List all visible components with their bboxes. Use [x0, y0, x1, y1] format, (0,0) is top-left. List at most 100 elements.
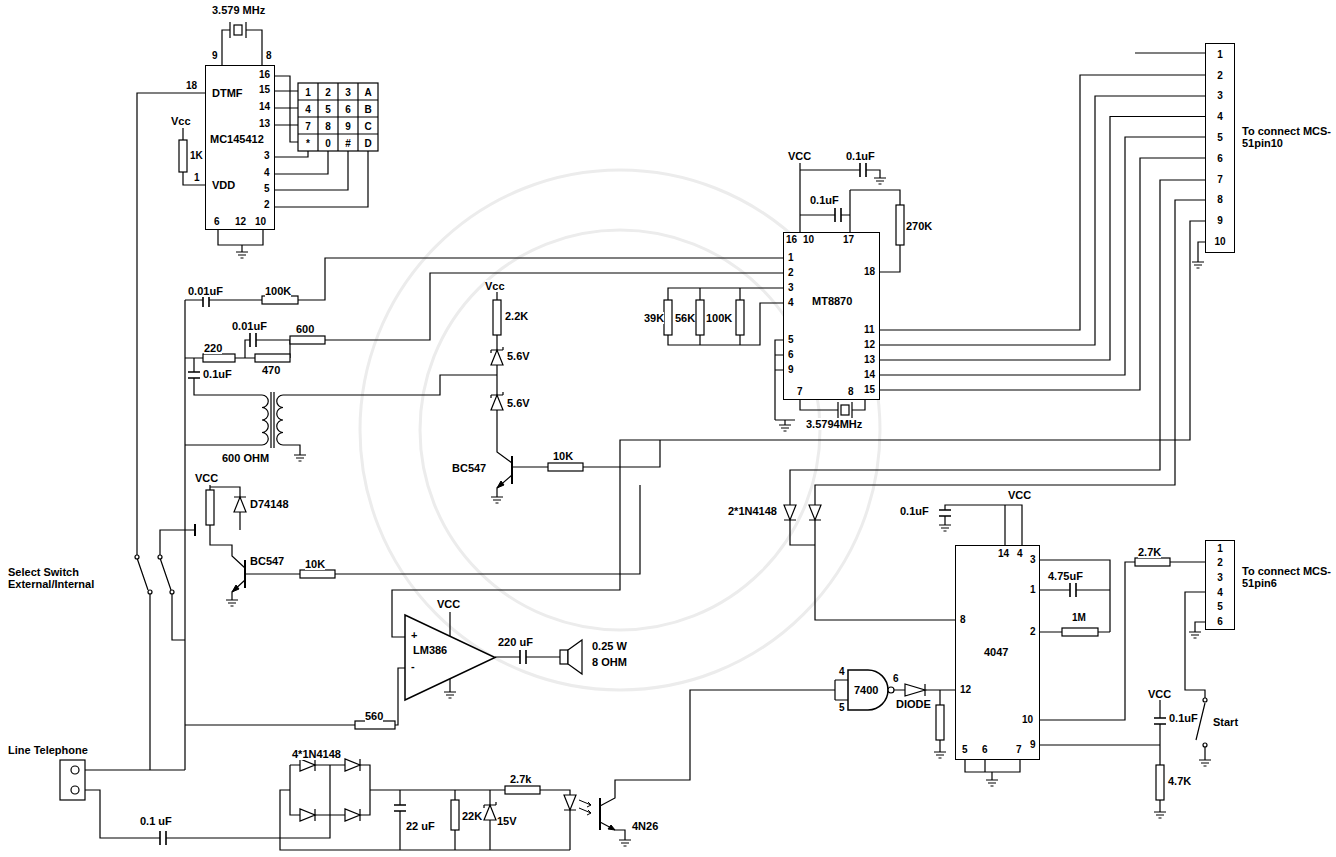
pin-number: 2: [1030, 626, 1036, 637]
pin-number: 3: [1217, 90, 1223, 101]
diode-symbol: [784, 505, 796, 520]
pin-number: 5: [325, 103, 331, 114]
ground-symbol: [1154, 812, 1166, 818]
part-name: DTMF: [212, 87, 243, 99]
pin-number: 6: [1217, 616, 1223, 627]
pin-number: 12: [235, 216, 246, 227]
resistor-symbol: [300, 570, 335, 578]
resistor-symbol: [255, 354, 290, 362]
part-label: 0.01uF: [188, 285, 223, 297]
resistor-symbol: [203, 354, 235, 362]
switch-symbol: [1203, 698, 1207, 702]
resistor-symbol: [936, 705, 944, 740]
part-label: 0.01uF: [232, 320, 267, 332]
resistor-symbol: [355, 721, 395, 729]
ground-symbol: [491, 497, 503, 503]
crystal-symbol: [230, 22, 852, 418]
pin-number: 2: [264, 199, 270, 210]
ground-symbol: [236, 252, 248, 258]
part-label: Vcc: [485, 280, 505, 292]
resistor-symbol: [206, 490, 214, 525]
wire: [85, 258, 783, 770]
pin-number: 6: [893, 673, 899, 684]
part-label: 2.7K: [1138, 546, 1161, 558]
wire: [945, 505, 1205, 812]
part-label: 0.1uF: [810, 194, 839, 206]
pin-number: 10: [255, 216, 266, 227]
keypad-grid: [298, 83, 378, 151]
part-label: 4.75uF: [1048, 570, 1083, 582]
pin-number: C: [364, 120, 371, 131]
resistor-symbol: [290, 336, 325, 344]
capacitor-symbol: [394, 805, 406, 811]
pin-number: 4: [1017, 548, 1023, 559]
nand-gate: 7400: [848, 670, 888, 710]
pin-number: 1: [788, 252, 794, 263]
capacitor-symbol: [188, 372, 200, 378]
part-label: 0.25 W: [592, 640, 627, 652]
part-label: 220 uF: [498, 636, 533, 648]
pin-number: 7: [797, 386, 803, 397]
pin-number: 1: [194, 172, 200, 183]
pin-number: 15: [259, 84, 270, 95]
part-label: 4*1N4148: [292, 748, 341, 760]
part-label: 3.5794MHz: [806, 418, 862, 430]
resistor-symbol: [262, 296, 298, 304]
part-label: 0.1uF: [900, 505, 929, 517]
resistor-symbol: [493, 300, 501, 335]
part-label: 5.6V: [507, 350, 530, 362]
pin-number: 14: [998, 548, 1009, 559]
zener-symbol: [491, 347, 503, 365]
part-name: 7400: [854, 684, 878, 696]
phone-jack: [60, 760, 85, 800]
diode-symbol: [564, 795, 576, 810]
pin-number: 5: [1217, 132, 1223, 143]
part-label: 100K: [265, 285, 291, 297]
pin-number: 10: [803, 234, 814, 245]
part-name: 4047: [984, 646, 1008, 658]
part-label: 3.579 MHz: [212, 4, 265, 16]
part-label: VCC: [437, 598, 460, 610]
part-label: 600 OHM: [222, 452, 269, 464]
diode-symbol: [905, 684, 925, 696]
diode-symbol: [300, 759, 315, 771]
pin-number: 4: [788, 297, 794, 308]
pin-number: 7: [305, 120, 311, 131]
ground-symbol: [619, 840, 631, 846]
crystal-symbol: [234, 25, 242, 35]
zener-symbol: [484, 802, 496, 820]
crystal-symbol: [230, 22, 246, 38]
resistor-symbol: [1156, 765, 1164, 800]
resistor-symbol: [1135, 558, 1170, 566]
switch-symbol: [1203, 743, 1207, 747]
pin-number: 5: [788, 334, 794, 345]
pin-number: 8: [1217, 194, 1223, 205]
part-label: BC547: [250, 555, 284, 567]
pin-number: 6: [982, 744, 988, 755]
pin-number: 6: [214, 216, 220, 227]
ground-symbol: [986, 780, 998, 786]
pin-number: 6: [345, 103, 351, 114]
switch-symbol: [170, 590, 174, 594]
part-label: 270K: [906, 220, 932, 232]
pin-number: 9: [1030, 739, 1036, 750]
switch-symbol: [194, 524, 196, 536]
diode-symbol: [300, 809, 315, 821]
resistor-symbol: [696, 300, 704, 335]
part-name: LM386: [413, 644, 447, 656]
capacitor-symbol: [160, 831, 166, 845]
pin-number: 1: [1030, 584, 1036, 595]
part-name: VDD: [212, 179, 235, 191]
part-label: 8 OHM: [592, 656, 627, 668]
part-label: 22K: [462, 810, 482, 822]
part-label: VCC: [1148, 688, 1171, 700]
part-label: 2*1N4148: [728, 505, 777, 517]
resistor-symbol: [548, 463, 583, 471]
pin-number: 14: [259, 101, 270, 112]
part-label: 4N26: [632, 820, 658, 832]
pin-number: 1K: [190, 150, 203, 161]
capacitor-symbol: [1154, 718, 1166, 724]
part-label: 2.2K: [505, 310, 528, 322]
part-label: 5.6V: [507, 397, 530, 409]
wire: [137, 30, 368, 555]
